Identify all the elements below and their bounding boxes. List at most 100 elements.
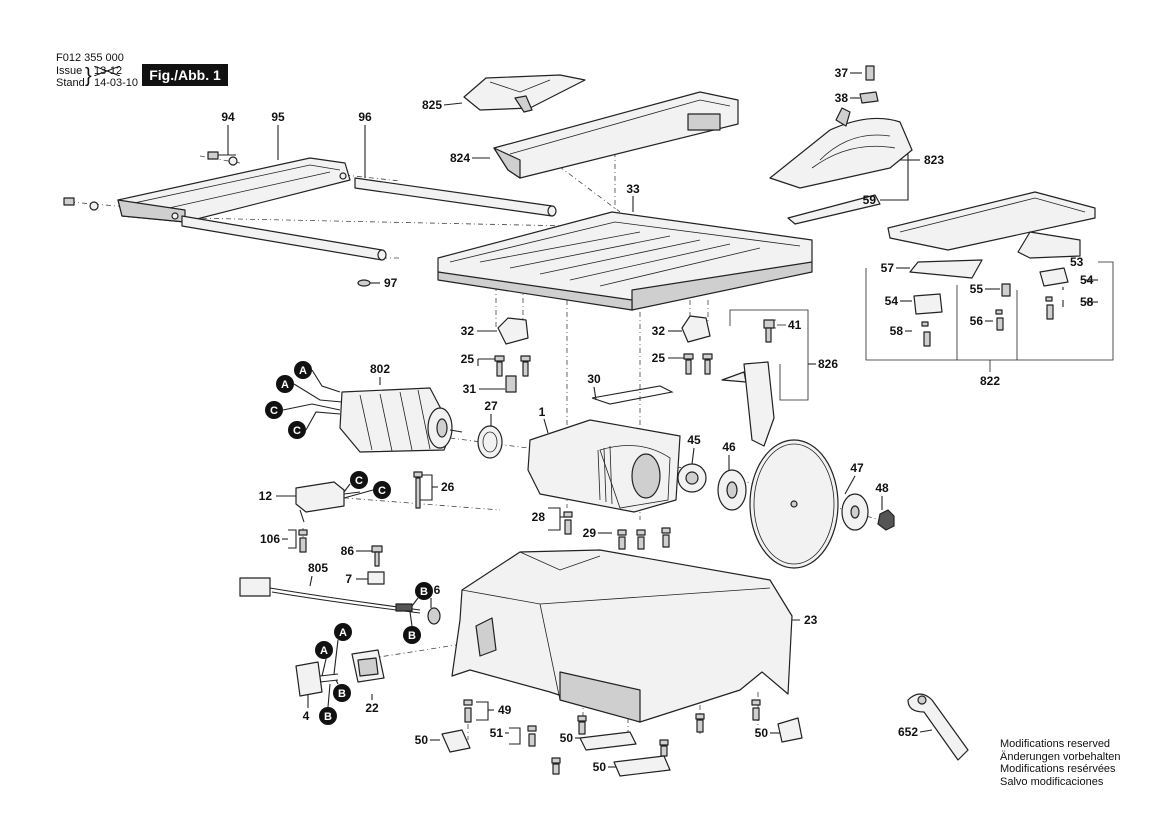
connector-badge-a: A [294, 361, 312, 379]
part-31-30 [505, 375, 674, 405]
connector-badge-c: C [288, 421, 306, 439]
connector-badges: A A C C C C B B A A B B [265, 361, 433, 725]
part-label: 23 [804, 613, 818, 627]
part-label: 12 [259, 489, 273, 503]
part-32-brackets [497, 315, 711, 345]
part-label: 59 [863, 193, 877, 207]
svg-text:C: C [293, 425, 301, 437]
connector-badge-b: B [319, 707, 337, 725]
issue-brace: } [85, 65, 92, 87]
part-47-blade [749, 439, 839, 569]
part-label: 7 [345, 572, 352, 586]
connector-badge-a: A [276, 375, 294, 393]
part-label: 94 [221, 110, 235, 124]
part-label: 652 [898, 725, 918, 739]
connector-badge-c: C [373, 481, 391, 499]
notice-line: Salvo modificaciones [1000, 775, 1104, 788]
part-824-rail [493, 91, 739, 179]
part-45-knob [677, 463, 707, 493]
part-label: 826 [818, 357, 838, 371]
connector-badge-b: B [403, 626, 421, 644]
part-label: 4 [303, 709, 310, 723]
part-label: 824 [450, 151, 470, 165]
part-47-48-outer-flange-nut [841, 493, 895, 531]
part-802-motor [339, 387, 463, 453]
part-label: 27 [484, 399, 498, 413]
part-label: 56 [970, 314, 984, 328]
part-label: 97 [384, 276, 398, 290]
part-27-seal [477, 425, 503, 459]
svg-text:B: B [338, 688, 346, 700]
connector-badge-c: C [350, 471, 368, 489]
part-label: 53 [1070, 255, 1084, 269]
part-12-capacitor [295, 481, 361, 523]
part-1-housing [527, 419, 681, 513]
part-label: 54 [885, 294, 899, 308]
svg-text:B: B [324, 711, 332, 723]
svg-text:C: C [355, 475, 363, 487]
part-label: 6 [434, 583, 441, 597]
part-label: 49 [498, 703, 512, 717]
notice-line: Änderungen vorbehalten [1000, 750, 1121, 763]
part-label: 823 [924, 153, 944, 167]
issue-strikethrough [94, 66, 120, 76]
part-label: 1 [539, 405, 546, 419]
part-label: 26 [441, 480, 455, 494]
part-25-screws [494, 353, 713, 377]
connector-badge-b: B [333, 684, 351, 702]
part-652-wrench [907, 693, 969, 761]
connector-badge-a: A [334, 623, 352, 641]
part-label: 58 [1080, 295, 1094, 309]
part-label: 31 [463, 382, 477, 396]
notice-line: Modifications resérvées [1000, 763, 1116, 775]
part-label: 22 [365, 701, 379, 715]
svg-text:C: C [270, 405, 278, 417]
part-label: 30 [587, 372, 601, 386]
part-label: 33 [626, 182, 640, 196]
svg-text:A: A [339, 627, 347, 639]
svg-text:A: A [281, 379, 289, 391]
part-label: 48 [875, 481, 889, 495]
part-label: 58 [890, 324, 904, 338]
part-46-flange [717, 469, 747, 511]
part-label: 96 [358, 110, 372, 124]
document-number: F012 355 000 [56, 52, 124, 64]
notice-line: Modifications reserved [1000, 738, 1111, 750]
part-22-switch-cover [351, 649, 385, 683]
part-label: 106 [260, 532, 280, 546]
part-label: 32 [461, 324, 475, 338]
part-label: 47 [850, 461, 864, 475]
part-label: 32 [652, 324, 666, 338]
svg-text:C: C [378, 485, 386, 497]
part-label: 86 [341, 544, 355, 558]
stand-label: Stand [56, 77, 85, 89]
part-label: 57 [881, 261, 895, 275]
part-37-38 [859, 65, 879, 104]
part-49-51-screws [463, 699, 761, 775]
part-825-support [463, 74, 586, 113]
issue-label: Issue [56, 65, 83, 77]
svg-text:A: A [320, 645, 328, 657]
part-33-table [437, 211, 813, 311]
part-label: 805 [308, 561, 328, 575]
part-805-cable [239, 577, 421, 614]
connector-badge-b: B [415, 582, 433, 600]
part-822-table-extension [887, 191, 1096, 347]
leader-lines [218, 72, 1114, 768]
connector-badge-c: C [265, 401, 283, 419]
part-screw-97 [357, 279, 371, 287]
part-label: 822 [980, 374, 1000, 388]
part-label: 41 [788, 318, 802, 332]
part-label: 37 [835, 66, 849, 80]
part-823-guard [769, 107, 913, 225]
part-rods-96 [181, 177, 557, 261]
part-label: 28 [532, 510, 546, 524]
part-4-switch [295, 661, 339, 697]
part-label: 38 [835, 91, 849, 105]
stand-value: 14-03-10 [94, 77, 139, 89]
connector-badge-a: A [315, 641, 333, 659]
svg-text:A: A [299, 365, 307, 377]
part-label: 51 [490, 726, 504, 740]
part-label: 54 [1080, 273, 1094, 287]
